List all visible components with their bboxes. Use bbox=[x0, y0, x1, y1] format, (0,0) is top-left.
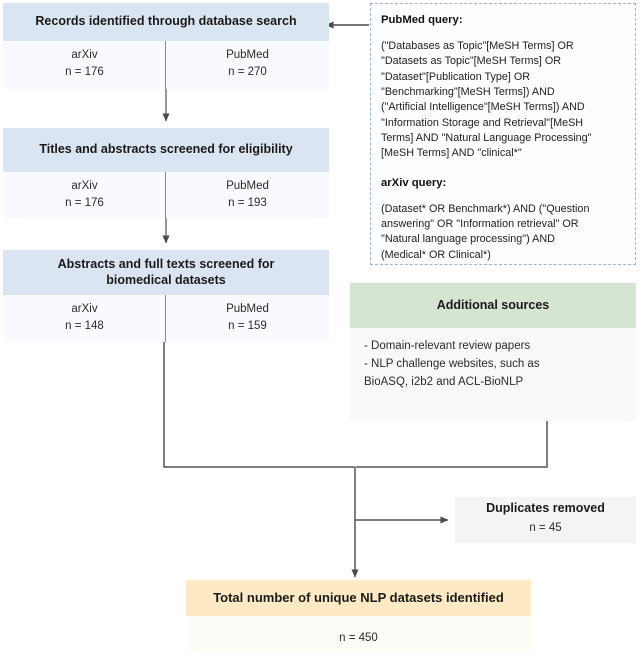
duplicates-removed-count-wrap: n = 45 bbox=[455, 521, 636, 543]
list-item: - Domain-relevant review papers bbox=[364, 340, 531, 352]
arxiv-query-title: arXiv query: bbox=[381, 176, 447, 189]
pubmed-query-title: PubMed query: bbox=[381, 14, 463, 26]
source-name: PubMed bbox=[226, 49, 269, 61]
source-name: arXiv bbox=[71, 180, 98, 192]
source-cell-arxiv: arXiv n = 176 bbox=[3, 172, 166, 218]
query-line: "Datasets as Topic"[MeSH Terms] OR bbox=[381, 55, 562, 68]
query-line: (Dataset* OR Benchmark*) AND ("Question bbox=[381, 202, 590, 215]
source-name: PubMed bbox=[226, 180, 269, 192]
query-line: "Information Storage and Retrieval"[MeSH bbox=[381, 116, 584, 129]
list-item: BioASQ, i2b2 and ACL-BioNLP bbox=[364, 375, 524, 388]
abstracts-fulltext-sources: arXiv n = 148 PubMed n = 159 bbox=[3, 295, 329, 342]
query-line: ("Databases as Topic"[MeSH Terms] OR bbox=[381, 40, 574, 53]
box-records-identified: Records identified through database sear… bbox=[3, 3, 329, 89]
box-duplicates-removed: Duplicates removed n = 45 bbox=[455, 497, 636, 543]
query-line: "Natural language processing") AND bbox=[381, 233, 555, 246]
source-cell-pubmed: PubMed n = 270 bbox=[166, 41, 329, 89]
column-divider bbox=[165, 295, 166, 342]
records-identified-header: Records identified through database sear… bbox=[3, 3, 329, 41]
pubmed-query-body: ("Databases as Topic"[MeSH Terms] OR "Da… bbox=[381, 39, 625, 162]
query-line: (Medical* OR Clinical*) bbox=[381, 248, 491, 261]
source-name: PubMed bbox=[226, 303, 269, 315]
source-cell-arxiv: arXiv n = 176 bbox=[3, 41, 166, 89]
source-count: n = 193 bbox=[228, 196, 267, 209]
source-name: arXiv bbox=[71, 49, 98, 61]
spacer bbox=[381, 162, 625, 175]
column-divider bbox=[165, 41, 166, 89]
source-count: n = 176 bbox=[65, 65, 104, 78]
source-cell-arxiv: arXiv n = 148 bbox=[3, 295, 166, 342]
search-query-panel: PubMed query: ("Databases as Topic"[MeSH… bbox=[370, 3, 636, 265]
connector-additional-to-merge bbox=[356, 421, 548, 468]
connector-box3-to-merge bbox=[163, 342, 355, 468]
records-identified-sources: arXiv n = 176 PubMed n = 270 bbox=[3, 41, 329, 89]
titles-abstracts-header: Titles and abstracts screened for eligib… bbox=[3, 128, 329, 172]
query-line: "Dataset"[Publication Type] OR bbox=[381, 70, 531, 83]
total-unique-count: n = 450 bbox=[339, 632, 378, 644]
source-count: n = 159 bbox=[228, 319, 267, 332]
box-titles-abstracts: Titles and abstracts screened for eligib… bbox=[3, 128, 329, 218]
total-unique-count-wrap: n = 450 bbox=[186, 616, 531, 653]
total-unique-header: Total number of unique NLP datasets iden… bbox=[186, 580, 531, 616]
source-name: arXiv bbox=[71, 303, 98, 315]
box-additional-sources: Additional sources - Domain-relevant rev… bbox=[350, 283, 636, 421]
query-line: Terms] AND "Natural Language Processing" bbox=[381, 132, 592, 144]
source-count: n = 270 bbox=[228, 65, 267, 78]
box-abstracts-fulltext: Abstracts and full texts screened for bi… bbox=[3, 250, 329, 342]
column-divider bbox=[165, 172, 166, 218]
arxiv-query-body: (Dataset* OR Benchmark*) AND ("Question … bbox=[381, 202, 625, 263]
abstracts-fulltext-header: Abstracts and full texts screened for bi… bbox=[3, 250, 329, 295]
source-count: n = 148 bbox=[65, 319, 104, 332]
source-cell-pubmed: PubMed n = 159 bbox=[166, 295, 329, 342]
additional-sources-list: - Domain-relevant review papers - NLP ch… bbox=[350, 328, 636, 421]
query-line: ("Artificial Intelligence"[MeSH Terms]) … bbox=[381, 101, 585, 114]
query-line: [MeSH Terms] AND "clinical*" bbox=[381, 147, 522, 160]
duplicates-removed-header: Duplicates removed bbox=[455, 497, 636, 521]
source-cell-pubmed: PubMed n = 193 bbox=[166, 172, 329, 218]
titles-abstracts-sources: arXiv n = 176 PubMed n = 193 bbox=[3, 172, 329, 218]
query-line: answering" OR "Information retrieval" OR bbox=[381, 218, 579, 231]
box-total-unique: Total number of unique NLP datasets iden… bbox=[186, 580, 531, 653]
source-count: n = 176 bbox=[65, 196, 104, 209]
additional-sources-header: Additional sources bbox=[350, 283, 636, 328]
query-line: "Benchmarking"[MeSH Terms]) AND bbox=[381, 86, 555, 99]
list-item: - NLP challenge websites, such as bbox=[364, 357, 540, 370]
duplicates-removed-count: n = 45 bbox=[529, 522, 562, 534]
